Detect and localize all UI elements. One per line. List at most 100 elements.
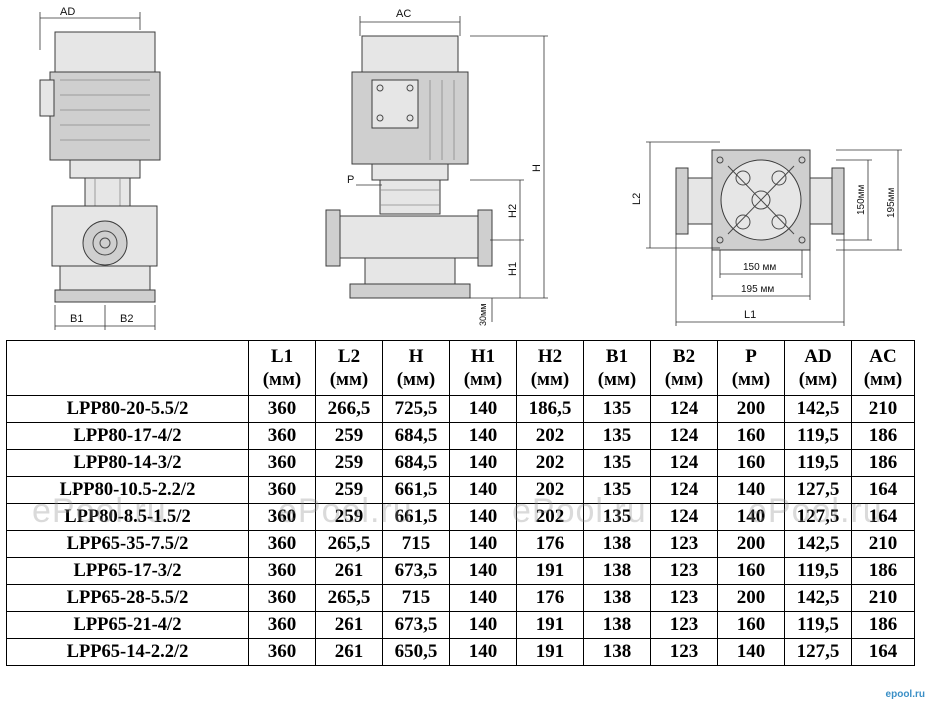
label-b2: B2 [120, 313, 133, 325]
value-cell: 650,5 [382, 638, 450, 666]
header-unit: (мм) [664, 369, 704, 390]
header-l2: L2(мм) [315, 340, 383, 396]
header-h1: H1(мм) [449, 340, 517, 396]
value-cell: 200 [717, 584, 785, 612]
header-unit: (мм) [463, 369, 503, 390]
label-150mm-vertical: 150мм [856, 184, 867, 215]
header-unit: (мм) [597, 369, 637, 390]
value-cell: 140 [449, 611, 517, 639]
header-unit: (мм) [396, 369, 436, 390]
value-cell: 360 [248, 449, 316, 477]
value-cell: 176 [516, 530, 584, 558]
value-cell: 140 [717, 503, 785, 531]
value-cell: 123 [650, 611, 718, 639]
header-unit: (мм) [863, 369, 903, 390]
value-cell: 160 [717, 449, 785, 477]
header-unit: (мм) [798, 369, 838, 390]
value-cell: 360 [248, 557, 316, 585]
label-195mm-horizontal: 195 мм [741, 284, 774, 295]
header-b1: B1(мм) [583, 340, 651, 396]
model-cell: LPP80-20-5.5/2 [6, 395, 249, 423]
value-cell: 200 [717, 395, 785, 423]
value-cell: 138 [583, 584, 651, 612]
site-logo: epool.ru [885, 689, 925, 700]
value-cell: 138 [583, 557, 651, 585]
value-cell: 360 [248, 611, 316, 639]
model-cell: LPP65-21-4/2 [6, 611, 249, 639]
value-cell: 186 [851, 449, 915, 477]
value-cell: 119,5 [784, 611, 852, 639]
model-cell: LPP65-14-2.2/2 [6, 638, 249, 666]
value-cell: 259 [315, 449, 383, 477]
header-label: AD [804, 346, 832, 367]
header-l1: L1(мм) [248, 340, 316, 396]
value-cell: 135 [583, 422, 651, 450]
label-h: H [531, 164, 543, 172]
model-cell: LPP80-10.5-2.2/2 [6, 476, 249, 504]
value-cell: 715 [382, 584, 450, 612]
value-cell: 164 [851, 638, 915, 666]
value-cell: 140 [717, 476, 785, 504]
label-l2: L2 [631, 193, 643, 205]
header-h: H(мм) [382, 340, 450, 396]
header-label: H [408, 346, 424, 367]
value-cell: 191 [516, 611, 584, 639]
header-unit: (мм) [731, 369, 771, 390]
value-cell: 123 [650, 638, 718, 666]
front-view-drawing: AD B1 B2 [39, 6, 161, 330]
value-cell: 140 [449, 530, 517, 558]
value-cell: 261 [315, 638, 383, 666]
header-unit: (мм) [329, 369, 369, 390]
value-cell: 124 [650, 503, 718, 531]
value-cell: 127,5 [784, 476, 852, 504]
value-cell: 186,5 [516, 395, 584, 423]
value-cell: 673,5 [382, 611, 450, 639]
value-cell: 140 [449, 557, 517, 585]
value-cell: 360 [248, 395, 316, 423]
value-cell: 123 [650, 557, 718, 585]
value-cell: 138 [583, 530, 651, 558]
value-cell: 661,5 [382, 476, 450, 504]
value-cell: 202 [516, 449, 584, 477]
value-cell: 127,5 [784, 638, 852, 666]
value-cell: 661,5 [382, 503, 450, 531]
value-cell: 210 [851, 584, 915, 612]
value-cell: 715 [382, 530, 450, 558]
value-cell: 124 [650, 449, 718, 477]
value-cell: 142,5 [784, 584, 852, 612]
label-b1: B1 [70, 313, 83, 325]
side-view-drawing: AC P H H2 H1 30 [325, 8, 548, 326]
value-cell: 176 [516, 584, 584, 612]
value-cell: 684,5 [382, 422, 450, 450]
value-cell: 186 [851, 611, 915, 639]
value-cell: 140 [449, 449, 517, 477]
value-cell: 191 [516, 557, 584, 585]
value-cell: 160 [717, 422, 785, 450]
header-label: AC [869, 346, 897, 367]
value-cell: 265,5 [315, 530, 383, 558]
value-cell: 135 [583, 503, 651, 531]
value-cell: 725,5 [382, 395, 450, 423]
label-h1: H1 [507, 262, 519, 276]
value-cell: 135 [583, 449, 651, 477]
value-cell: 210 [851, 395, 915, 423]
value-cell: 140 [449, 503, 517, 531]
value-cell: 135 [583, 395, 651, 423]
header-label: H2 [537, 346, 563, 367]
label-ac: AC [396, 8, 411, 20]
value-cell: 266,5 [315, 395, 383, 423]
model-cell: LPP80-8.5-1.5/2 [6, 503, 249, 531]
value-cell: 119,5 [784, 449, 852, 477]
value-cell: 160 [717, 557, 785, 585]
value-cell: 123 [650, 584, 718, 612]
value-cell: 164 [851, 503, 915, 531]
label-h2: H2 [507, 204, 519, 218]
model-cell: LPP80-14-3/2 [6, 449, 249, 477]
